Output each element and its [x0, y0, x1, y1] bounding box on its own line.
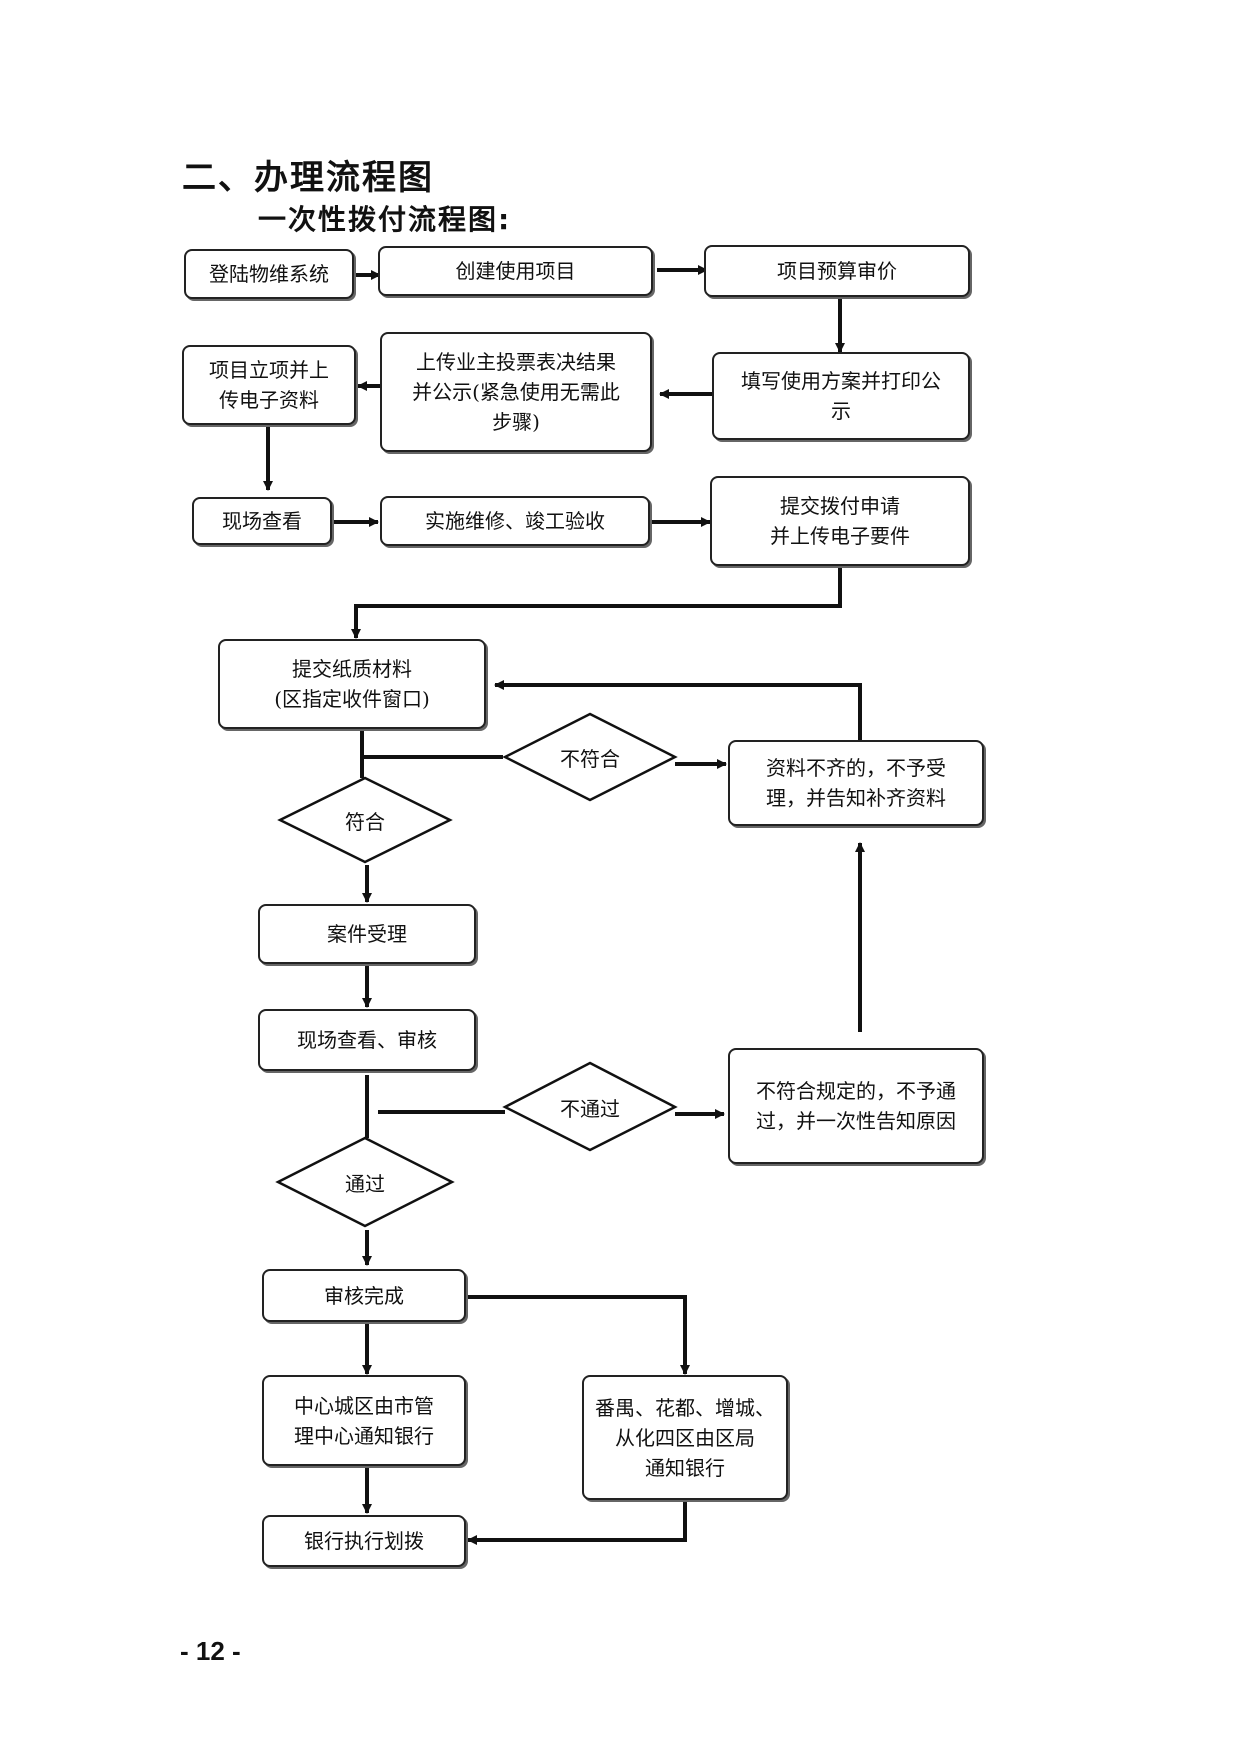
- decision-not-pass: [502, 1061, 678, 1152]
- node-upload-vote: 上传业主投票表决结果 并公示(紧急使用无需此 步骤): [380, 332, 652, 452]
- arrow-done-districts: [467, 1295, 690, 1375]
- decision-not-conform: [502, 712, 678, 802]
- decision-not-conform-label: 不符合: [560, 746, 620, 771]
- node-not-compliant-reason: 不符合规定的，不予通 过，并一次性告知原因: [728, 1048, 984, 1164]
- node-submit-application: 提交拨付申请 并上传电子要件: [710, 476, 970, 566]
- decision-pass: [275, 1136, 455, 1228]
- node-case-accept: 案件受理: [258, 904, 476, 964]
- arrow-incomplete-paper: [494, 680, 862, 740]
- node-districts-notify: 番禺、花都、增城、 从化四区由区局 通知银行: [582, 1375, 788, 1500]
- decision-not-pass-label: 不通过: [560, 1096, 620, 1121]
- node-site-check-1: 现场查看: [192, 497, 332, 545]
- decision-conform-label: 符合: [345, 809, 385, 834]
- node-login: 登陆物维系统: [184, 249, 354, 299]
- section-title: 二、办理流程图: [182, 158, 434, 198]
- node-center-notify: 中心城区由市管 理中心通知银行: [262, 1375, 466, 1466]
- node-fill-plan: 填写使用方案并打印公 示: [712, 352, 970, 440]
- node-review-done: 审核完成: [262, 1269, 466, 1322]
- decision-pass-label: 通过: [345, 1171, 385, 1196]
- node-submit-paper: 提交纸质材料 (区指定收件窗口): [218, 639, 486, 729]
- arrow-districts-bank: [467, 1502, 687, 1545]
- node-create-project: 创建使用项目: [378, 246, 653, 296]
- node-budget-review: 项目预算审价: [704, 245, 970, 297]
- node-project-approval: 项目立项并上 传电子资料: [182, 345, 356, 425]
- node-repair-accept: 实施维修、竣工验收: [380, 496, 650, 546]
- node-bank-transfer: 银行执行划拨: [262, 1515, 466, 1567]
- decision-conform: [277, 776, 453, 864]
- node-incomplete: 资料不齐的，不予受 理，并告知补齐资料: [728, 740, 984, 826]
- page-number: - 12 -: [180, 1636, 241, 1666]
- arrow-submit-paper: [351, 567, 842, 639]
- node-site-check-review: 现场查看、审核: [258, 1009, 476, 1071]
- flowchart-title: 一次性拨付流程图:: [258, 203, 512, 236]
